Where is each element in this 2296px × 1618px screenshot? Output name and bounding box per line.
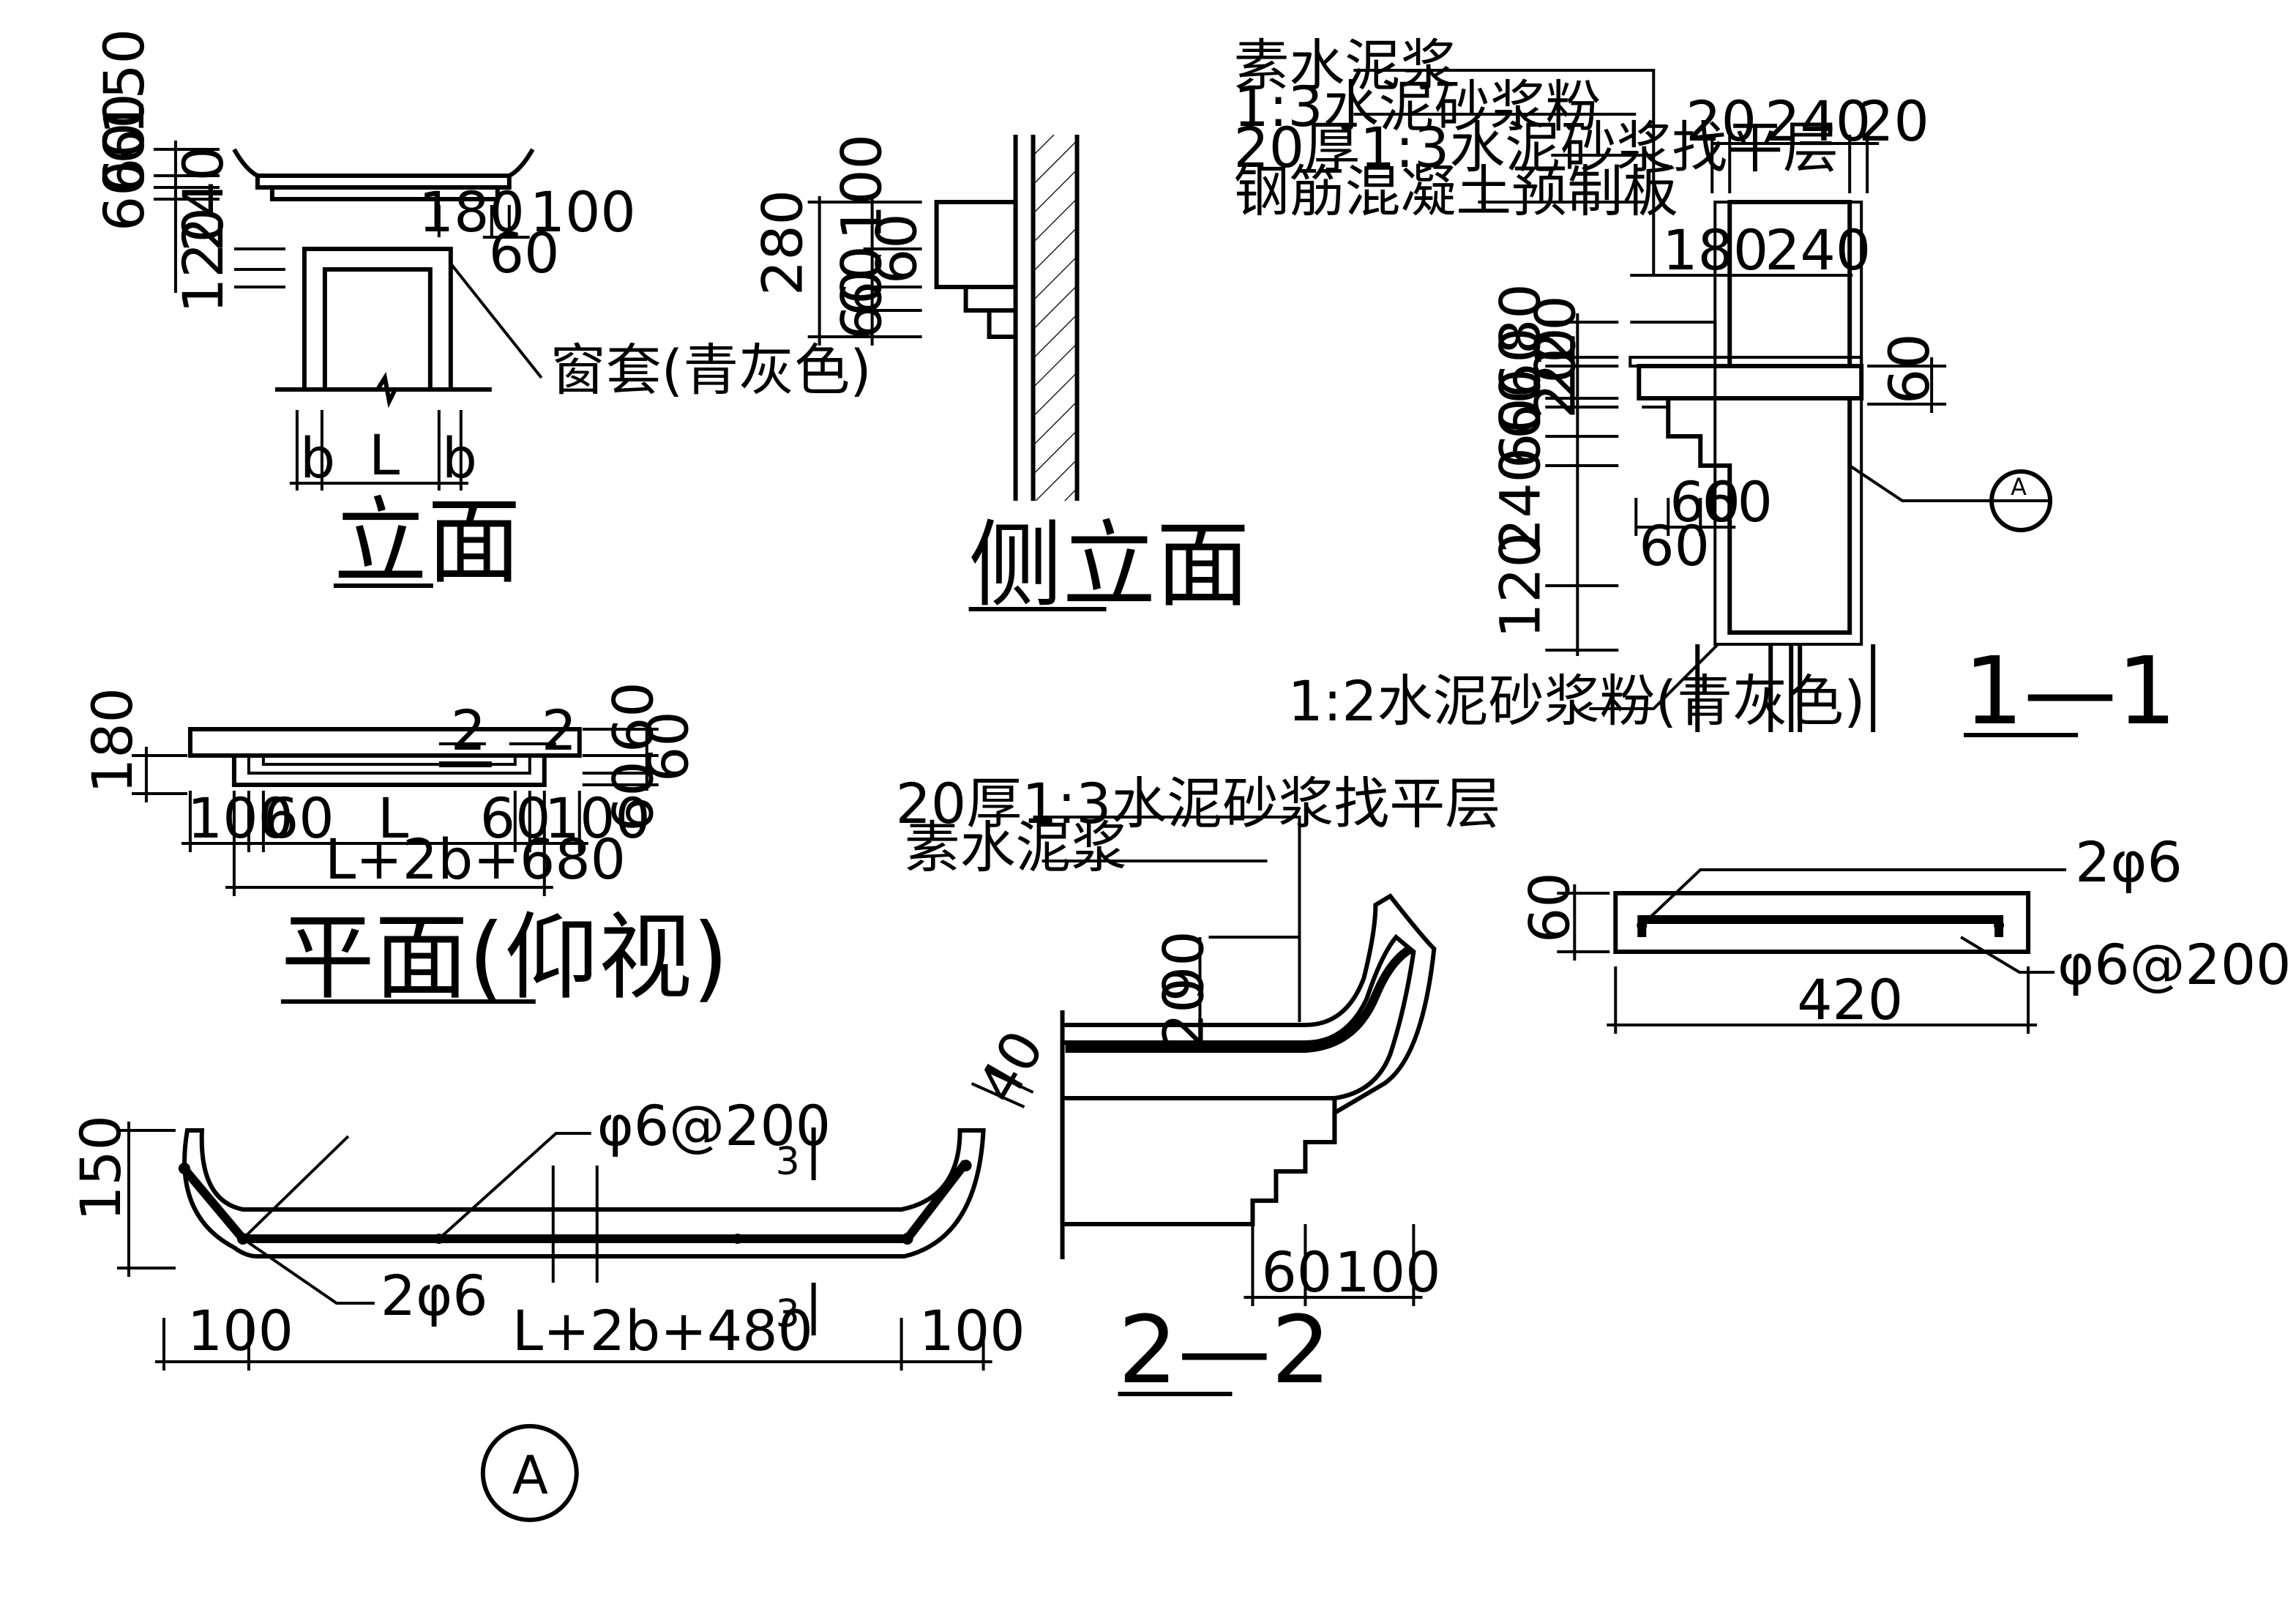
s22-note-0: 20厚1:3水泥砂浆找平层 <box>896 771 1501 836</box>
plan-view: 2 2 180 60 60 60 100 60 L 60 100 L+2b+68… <box>80 682 729 1013</box>
s11-dim-right-60: 60 <box>1877 333 1942 404</box>
elev-dim-b-right: b <box>442 425 477 491</box>
elev-dim-60a: 60 <box>91 122 157 193</box>
s11-dim-v-20c: 20 <box>1522 348 1588 419</box>
s11-dim-v-60b: 60 <box>1487 368 1552 439</box>
elevation-view: 150 60 60 60 240 120 180 100 60 b L b 窗套… <box>91 29 872 597</box>
s11-note-bottom: 1:2水泥砂浆粉(青灰色) <box>1287 668 1865 734</box>
s22-dim-60: 60 <box>1261 1239 1332 1305</box>
s11-dim-240-top: 240 <box>1765 89 1871 154</box>
s11-dim-v-120: 120 <box>1487 532 1552 638</box>
s11-dim-20a: 20 <box>1686 89 1757 154</box>
elev-dim-b-left: b <box>300 425 335 491</box>
s11-dim-step-60a: 60 <box>1639 513 1710 578</box>
section-3-3-view: 2φ6 φ6@200 60 420 <box>1517 829 2291 1034</box>
s11-dim-v-60: 60 <box>1487 327 1552 398</box>
s22-dim-100: 100 <box>1334 1239 1440 1305</box>
side-title: 侧立面 <box>969 511 1250 620</box>
elev-title: 立面 <box>334 488 521 597</box>
s11-dim-v-20b: 20 <box>1522 327 1588 398</box>
side-dim-280: 280 <box>750 190 815 296</box>
detail-a-view: φ6@200 2φ6 3 3 150 100 L+2b+480 100 A <box>68 1093 1025 1522</box>
s11-dim-240-inner: 240 <box>1765 217 1871 283</box>
s22-dim-40: 40 <box>965 1020 1056 1114</box>
da-dim-100-left: 100 <box>187 1298 293 1363</box>
plan-dim-60b: 60 <box>636 711 701 782</box>
side-dim-60c: 60 <box>829 269 894 340</box>
plan-dim-L: L <box>378 786 408 851</box>
plan-secmark-left: 2 <box>451 698 486 763</box>
plan-dim-100-left: 100 <box>187 786 293 851</box>
elev-dim-60: 60 <box>489 220 560 286</box>
plan-title: 平面(仰视) <box>281 903 729 1013</box>
s11-note-2: 20厚1:3水泥砂浆找平层 <box>1233 115 1839 180</box>
s11-dim-step-60b: 60 <box>1669 469 1740 534</box>
s33-dim-420: 420 <box>1797 967 1903 1032</box>
s11-callout-A: A <box>2011 473 2027 501</box>
elev-dim-240: 240 <box>171 146 236 252</box>
section-1-1-view: 素水泥浆 1:3水泥砂浆粉 20厚1:3水泥砂浆找平层 钢筋混凝土预制板 1:2… <box>1233 33 2176 746</box>
side-dim-100: 100 <box>829 134 894 240</box>
da-callout: A <box>512 1444 548 1506</box>
plan-dim-60a: 60 <box>601 682 666 753</box>
s33-bar-label: 2φ6 <box>2075 829 2183 895</box>
elev-dim-180: 180 <box>419 179 525 245</box>
s11-dim-180: 180 <box>1662 217 1768 283</box>
da-secmark-top: 3 <box>776 1140 800 1184</box>
s11-dim-step-60c: 60 <box>1702 469 1773 534</box>
s22-note-1: 素水泥浆 <box>905 815 1127 880</box>
s11-note-0: 素水泥浆 <box>1233 33 1456 98</box>
plan-dim-60c: 60 <box>601 761 666 832</box>
s11-note-1: 1:3水泥砂浆粉 <box>1233 74 1601 139</box>
s33-dim-60: 60 <box>1517 872 1582 943</box>
s22-dim-20: 20 <box>1151 977 1216 1048</box>
s11-dim-v-80: 80 <box>1487 283 1552 354</box>
plan-dim-100-right: 100 <box>545 786 651 851</box>
da-dim-total: L+2b+480 <box>512 1298 813 1363</box>
s11-dim-v-240: 240 <box>1487 447 1552 553</box>
side-elevation-view: 280 100 60 60 60 侧立面 <box>750 134 1250 620</box>
da-dim-100-right: 100 <box>919 1298 1025 1363</box>
da-rebar-label: φ6@200 <box>597 1093 831 1158</box>
elev-dim-120: 120 <box>171 207 236 313</box>
elev-dim-150: 150 <box>91 29 157 135</box>
s11-title: 1—1 <box>1964 637 2177 746</box>
elev-dim-60b: 60 <box>91 93 157 164</box>
s11-note-3: 钢筋混凝土预制板 <box>1233 159 1678 224</box>
elev-dim-L: L <box>369 422 400 488</box>
plan-dim-60-right: 60 <box>480 786 551 851</box>
plan-dim-180: 180 <box>80 687 145 794</box>
da-dim-150: 150 <box>68 1115 133 1221</box>
plan-dim-60-left: 60 <box>263 786 334 851</box>
elev-dim-100: 100 <box>530 179 636 245</box>
plan-secmark-right: 2 <box>542 698 577 763</box>
elev-note-window-frame: 窗套(青灰色) <box>550 338 872 403</box>
side-dim-60a: 60 <box>864 213 930 284</box>
side-dim-60b: 60 <box>829 245 894 316</box>
da-bar-label: 2φ6 <box>381 1263 488 1328</box>
s11-dim-v-20a: 20 <box>1522 295 1588 366</box>
s22-dim-90: 90 <box>1151 931 1216 1002</box>
da-secmark-bottom: 3 <box>776 1292 800 1336</box>
s33-rebar-label: φ6@200 <box>2057 932 2291 997</box>
elev-dim-60c: 60 <box>91 160 157 231</box>
plan-dim-total: L+2b+680 <box>325 827 626 892</box>
s11-dim-v-60c: 60 <box>1487 398 1552 469</box>
s11-dim-20b: 20 <box>1858 89 1929 154</box>
s22-title: 2—2 <box>1118 1296 1331 1405</box>
